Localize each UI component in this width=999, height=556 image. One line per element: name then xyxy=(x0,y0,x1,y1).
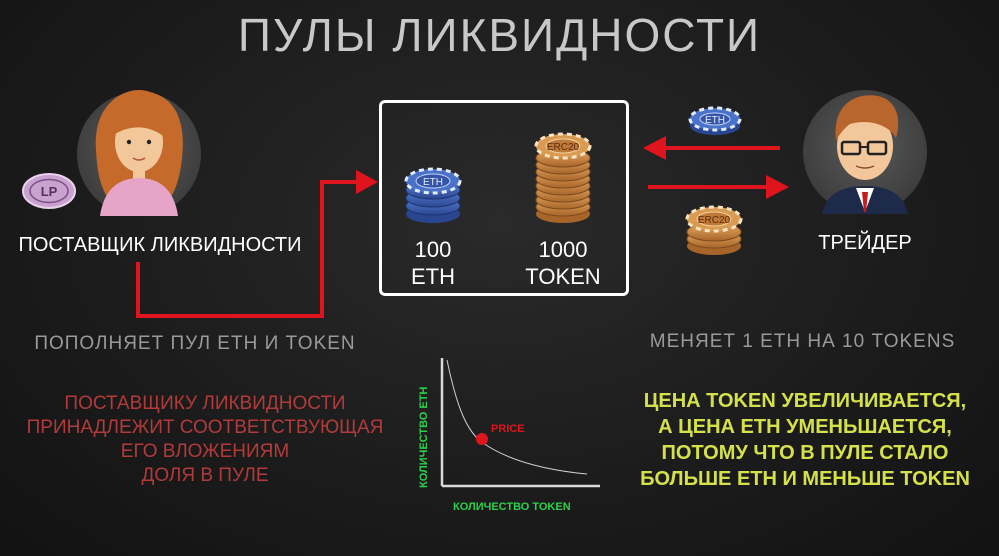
pool-token-value: 1000 TOKEN xyxy=(513,236,613,290)
provider-share-line: ДОЛЯ В ПУЛЕ xyxy=(0,464,410,488)
trader-token-chip-label: ERC20 xyxy=(698,215,731,226)
conclusion-line: ЦЕНА TOKEN УВЕЛИЧИВАЕТСЯ, xyxy=(625,388,985,414)
provider-label: ПОСТАВЩИК ЛИКВИДНОСТИ xyxy=(0,234,320,257)
price-curve-graph: PRICE КОЛИЧЕСТВО ETH КОЛИЧЕСТВО TOKEN xyxy=(405,348,620,520)
x-axis-label: КОЛИЧЕСТВО TOKEN xyxy=(453,501,571,513)
provider-share-text: ПОСТАВЩИКУ ЛИКВИДНОСТИ ПРИНАДЛЕЖИТ СООТВ… xyxy=(0,392,410,488)
conclusion-text: ЦЕНА TOKEN УВЕЛИЧИВАЕТСЯ, А ЦЕНА ETH УМЕ… xyxy=(625,388,985,492)
conclusion-line: БОЛЬШЕ ETH И МЕНЬШЕ TOKEN xyxy=(625,466,985,492)
trader-incoming-arrow xyxy=(643,136,780,160)
price-point xyxy=(476,433,488,445)
pool-token-amount: 1000 xyxy=(513,236,613,263)
bonding-curve-line xyxy=(447,360,587,474)
pool-token-unit: TOKEN xyxy=(513,263,613,290)
pool-eth-unit: ETH xyxy=(393,263,473,290)
conclusion-line: ПОТОМУ ЧТО В ПУЛЕ СТАЛО xyxy=(625,440,985,466)
conclusion-line: А ЦЕНА ETH УМЕНЬШАЕТСЯ, xyxy=(625,414,985,440)
provider-avatar xyxy=(77,90,201,216)
provider-share-line: ЕГО ВЛОЖЕНИЯМ xyxy=(0,440,410,464)
trader-label: ТРЕЙДЕР xyxy=(790,232,940,255)
trader-outgoing-arrow xyxy=(648,175,789,199)
trader-eth-chip-label: ETH xyxy=(705,115,725,126)
provider-action-text: ПОПОЛНЯЕТ ПУЛ ETH И TOKEN xyxy=(10,333,380,355)
trader-action-text: МЕНЯЕТ 1 ETH НА 10 TOKENS xyxy=(625,331,980,353)
pool-eth-value: 100 ETH xyxy=(393,236,473,290)
pool-eth-amount: 100 xyxy=(393,236,473,263)
lp-badge-label: LP xyxy=(41,184,58,199)
y-axis-label: КОЛИЧЕСТВО ETH xyxy=(418,387,430,488)
provider-share-line: ПРИНАДЛЕЖИТ СООТВЕТСТВУЮЩАЯ xyxy=(0,416,410,440)
provider-share-line: ПОСТАВЩИКУ ЛИКВИДНОСТИ xyxy=(0,392,410,416)
price-point-label: PRICE xyxy=(491,423,525,435)
trader-avatar xyxy=(803,90,927,214)
